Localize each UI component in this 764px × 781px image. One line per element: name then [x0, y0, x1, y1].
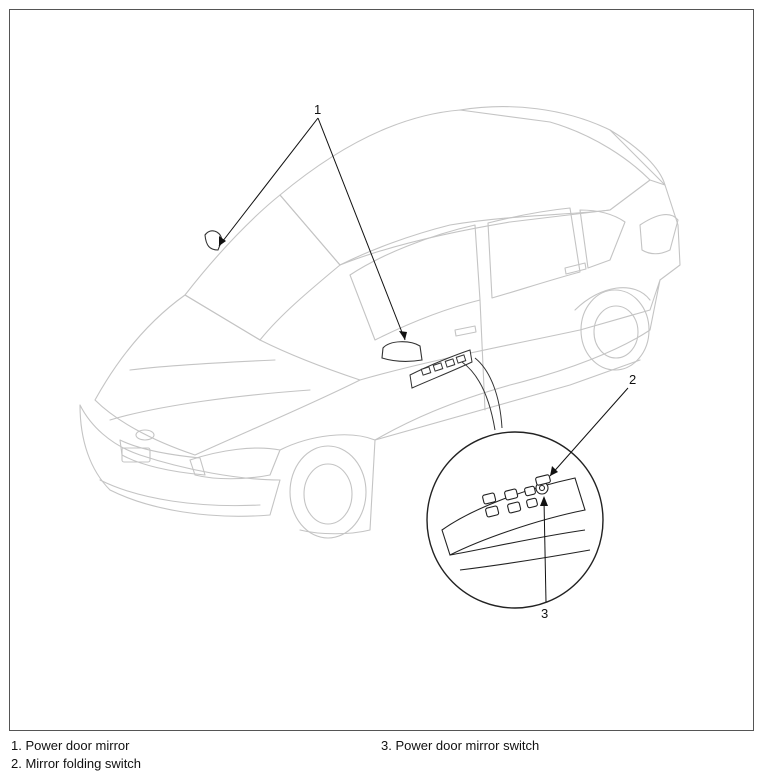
legend-item-power-door-mirror: 1. Power door mirror: [11, 738, 130, 753]
car-emblem: [135, 429, 155, 441]
mirror-shapes: [204, 230, 423, 362]
leader-arrowheads: [219, 236, 558, 506]
door-switch-panel: [409, 349, 473, 389]
callout-2: 2: [629, 372, 636, 387]
quarter-window: [579, 209, 626, 269]
car-headlight: [189, 447, 281, 480]
detail-magnifier: [426, 357, 604, 609]
armrest-panel: [441, 477, 586, 556]
front-door-handle: [454, 325, 477, 337]
legend-item-power-door-mirror-switch: 3. Power door mirror switch: [381, 738, 540, 753]
diagram-frame: 1 2 3: [9, 9, 754, 731]
right-door-mirror: [381, 341, 423, 362]
rear-wheel: [580, 289, 650, 371]
car-roof: [279, 109, 651, 266]
car-hood: [94, 294, 361, 456]
car-front-fascia: [79, 404, 281, 517]
rear-side-window: [487, 207, 581, 299]
leader-lines: [218, 117, 629, 603]
front-side-window: [349, 224, 481, 341]
folding-switch-button: [535, 474, 551, 486]
car-illustration: 1 2 3: [79, 102, 681, 621]
callout-1: 1: [314, 102, 321, 117]
front-wheel: [289, 445, 367, 539]
car-trunk: [459, 106, 666, 186]
car-plate: [121, 447, 151, 463]
legend: 1. Power door mirror 2. Mirror folding s…: [11, 737, 751, 777]
callout-3: 3: [541, 606, 548, 621]
legend-item-mirror-folding-switch: 2. Mirror folding switch: [11, 756, 142, 771]
rear-door-handle: [564, 262, 587, 275]
car-windshield: [184, 194, 341, 341]
